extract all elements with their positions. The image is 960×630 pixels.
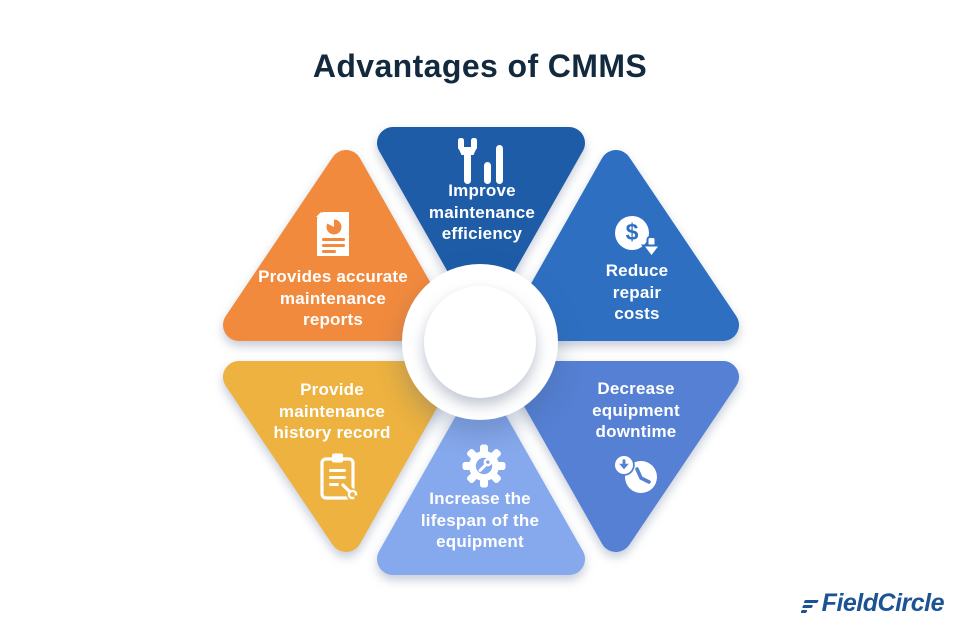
segment-label-improve-maintenance-efficiency: Improve maintenance efficiency [428,180,536,243]
cost-reduction-icon: $ [615,216,663,259]
segment-improve-maintenance-efficiency [377,127,585,314]
report-document-icon [316,211,349,256]
clipboard-wrench-icon [320,453,360,502]
brand-name: FieldCircle [821,589,945,617]
segment-label-decrease-equipment-downtime: Decrease equipment downtime [592,378,680,441]
segment-label-reduce-repair-costs: Reduce repair costs [605,260,669,323]
svg-text:$: $ [626,219,639,245]
gear-wrench-icon [462,444,506,488]
center-circle-inner [424,286,536,398]
logo-speed-lines-icon [800,600,819,613]
center-circle [402,264,558,420]
maintenance-tools-icon [458,138,503,184]
segment-label-accurate-maintenance-reports: Provides accurate maintenance reports [258,266,408,329]
segment-label-increase-equipment-lifespan: Increase the lifespan of the equipment [420,488,540,551]
downtime-clock-icon [613,454,657,493]
page-title: Advantages of CMMS [312,48,648,84]
segment-label-maintenance-history-record: Provide maintenance history record [273,379,391,442]
brand-logo: FieldCircle [800,589,945,617]
